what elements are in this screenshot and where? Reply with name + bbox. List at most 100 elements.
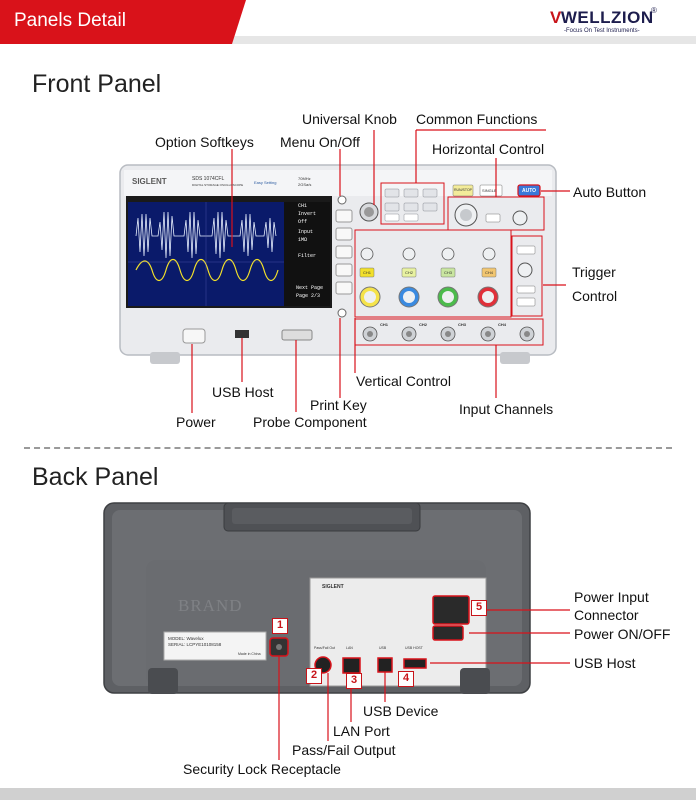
brand-name: WELLZION bbox=[560, 8, 654, 27]
ch1-button-label[interactable]: CH1 bbox=[363, 270, 372, 275]
vertical-position-knobs bbox=[360, 247, 496, 261]
callout-usb-host: USB Host bbox=[212, 384, 274, 400]
callout-power-input-1: Power Input bbox=[574, 589, 649, 605]
callout-pass-fail: Pass/Fail Output bbox=[292, 742, 396, 758]
ch3-button-label[interactable]: CH3 bbox=[444, 270, 453, 275]
ch2-button-label[interactable]: CH2 bbox=[405, 270, 414, 275]
device-model: SDS 1074CFL bbox=[192, 176, 225, 182]
back-panel-title: Back Panel bbox=[32, 463, 159, 491]
back-siglent: SIGLENT bbox=[322, 584, 344, 590]
lan-port bbox=[342, 657, 361, 674]
input-channel-label-2: CH2 bbox=[419, 322, 428, 327]
run-stop-button bbox=[452, 184, 474, 197]
device-spec: 70MHz bbox=[298, 176, 311, 181]
callout-back-usb-host: USB Host bbox=[574, 655, 636, 671]
callout-lan-port: LAN Port bbox=[333, 723, 390, 739]
back-callout-lines bbox=[278, 609, 570, 760]
header-bar: Panels Detail VWELLZION ® -Focus On Test… bbox=[0, 0, 696, 44]
device-model-sub: DIGITAL STORAGE OSCILLOSCOPE bbox=[192, 183, 244, 187]
back-port-usbhost-label: USB HOST bbox=[405, 646, 423, 650]
callout-trigger-line-2: Control bbox=[572, 288, 618, 304]
page-title: Panels Detail bbox=[14, 10, 126, 31]
callout-usb-device: USB Device bbox=[363, 703, 439, 719]
power-input-connector bbox=[432, 595, 470, 625]
callout-option-softkeys: Option Softkeys bbox=[155, 134, 254, 150]
registered-mark: ® bbox=[651, 6, 657, 15]
callout-horizontal-control: Horizontal Control bbox=[432, 141, 545, 157]
callout-vertical-control: Vertical Control bbox=[356, 373, 451, 389]
probe-component-terminal bbox=[281, 329, 313, 341]
header-stripe bbox=[232, 36, 696, 44]
front-usb-port bbox=[235, 330, 249, 338]
device-spec-2: 2GSa/s bbox=[298, 182, 312, 187]
section-divider bbox=[24, 447, 672, 449]
badge-2: 2 bbox=[306, 668, 322, 684]
screen-menu-area bbox=[284, 202, 330, 306]
ch2-button bbox=[401, 267, 417, 278]
callout-common-functions: Common Functions bbox=[416, 111, 538, 127]
input-channel-label-1: CH1 bbox=[380, 322, 389, 327]
brand-tagline: -Focus On Test Instruments- bbox=[564, 28, 640, 34]
common-function-buttons bbox=[384, 188, 438, 212]
model-label bbox=[163, 631, 267, 661]
trigger-control-box bbox=[511, 235, 543, 317]
callout-security-lock: Security Lock Receptacle bbox=[183, 761, 341, 777]
waveform-ch2 bbox=[135, 258, 279, 282]
callout-power: Power bbox=[176, 414, 216, 430]
back-foot-right bbox=[460, 668, 490, 694]
softkey-label-ch1: CH1 bbox=[298, 203, 308, 209]
input-channel-label-3: CH3 bbox=[458, 322, 467, 327]
front-foot-left bbox=[150, 352, 180, 364]
softkey-label-off: Off bbox=[298, 219, 308, 225]
front-panel-title: Front Panel bbox=[32, 70, 162, 98]
device-brand: SIGLENT bbox=[132, 177, 167, 186]
front-foot-right bbox=[500, 352, 530, 364]
back-label-model: MODEL: Wavelux bbox=[168, 636, 204, 641]
softkey-3 bbox=[335, 245, 353, 259]
softkey-4 bbox=[335, 263, 353, 277]
device-easy: Easy Setting bbox=[254, 180, 277, 185]
logo-mark-icon: V bbox=[550, 8, 562, 27]
header-red-tab bbox=[0, 0, 246, 44]
ch4-button-label[interactable]: CH4 bbox=[485, 270, 494, 275]
softkey-label-1mohm: 1MΩ bbox=[298, 237, 308, 243]
callout-menu-onoff: Menu On/Off bbox=[280, 134, 360, 150]
auto-button-label[interactable]: AUTO bbox=[522, 188, 537, 194]
run-stop-button-label[interactable]: RUN/STOP bbox=[454, 188, 473, 192]
back-port-passfail-label: Pass/Fail Out bbox=[314, 646, 336, 650]
usb-host-port bbox=[403, 658, 427, 669]
ch3-button bbox=[440, 267, 456, 278]
callout-print-key: Print Key bbox=[310, 397, 367, 413]
softkey-1 bbox=[335, 209, 353, 223]
softkey-label-page: Page 2/3 bbox=[296, 293, 321, 299]
single-button-label[interactable]: SINGLE bbox=[482, 188, 497, 193]
auto-button-shape bbox=[517, 184, 541, 197]
power-button bbox=[182, 328, 206, 344]
callout-auto-button: Auto Button bbox=[573, 184, 647, 200]
footer-bar bbox=[0, 788, 696, 800]
softkey-5 bbox=[335, 281, 353, 295]
softkey-label-input: Input bbox=[298, 229, 314, 235]
print-key bbox=[337, 308, 347, 318]
softkey-label-invert: Invert bbox=[298, 211, 317, 217]
badge-5: 5 bbox=[471, 600, 487, 616]
callout-power-input-2: Connector bbox=[574, 607, 639, 623]
callout-trigger-line-1: Trigger bbox=[572, 264, 616, 280]
ch1-button bbox=[359, 267, 375, 278]
badge-4: 4 bbox=[398, 671, 414, 687]
ch4-button bbox=[481, 267, 497, 278]
back-port-usb-label: USB bbox=[379, 646, 387, 650]
callout-power-onoff: Power ON/OFF bbox=[574, 626, 671, 642]
front-callout-lines bbox=[191, 129, 570, 413]
input-channel-label-4: CH4 bbox=[498, 322, 507, 327]
waveform-ch1 bbox=[135, 211, 277, 259]
vertical-control-box bbox=[354, 229, 512, 318]
callout-universal-knob: Universal Knob bbox=[302, 111, 397, 127]
softkey-label-next-page: Next Page bbox=[296, 285, 324, 291]
menu-onoff-key bbox=[337, 195, 347, 205]
back-port-lan-label: LAN bbox=[346, 646, 353, 650]
common-functions-box bbox=[380, 182, 445, 225]
callout-input-channels: Input Channels bbox=[459, 401, 554, 417]
